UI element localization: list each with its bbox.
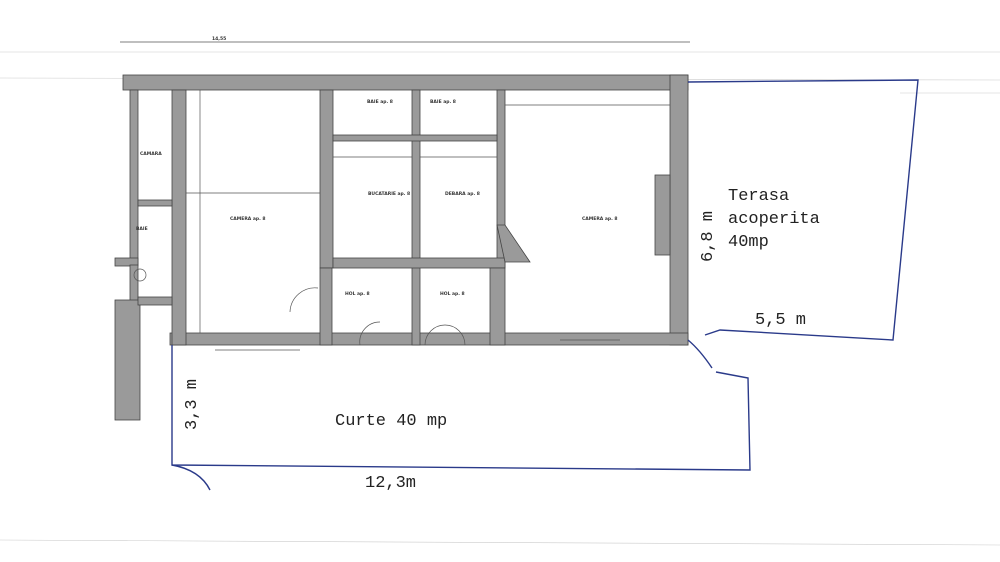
overall-dimension-line: 14,55 bbox=[120, 36, 690, 43]
room-label: CAMERA ap. 8 bbox=[230, 216, 266, 222]
yard-width-label: 12,3m bbox=[365, 474, 416, 493]
walls bbox=[114, 74, 689, 421]
room-details bbox=[133, 90, 670, 351]
terrace-outline bbox=[687, 79, 919, 369]
overall-dimension-label: 14,55 bbox=[212, 36, 226, 42]
room-label: BAIE ap. 8 bbox=[367, 99, 393, 105]
room-label: BAIE ap. 8 bbox=[430, 99, 456, 105]
room-label: CAMERA ap. 8 bbox=[582, 216, 618, 222]
room-label: BAIE bbox=[136, 226, 148, 232]
yard-outline bbox=[171, 345, 751, 491]
room-labels: CAMARA BAIE CAMERA ap. 8 BAIE ap. 8 BAIE… bbox=[136, 99, 618, 297]
terrace-area-label: 40mp bbox=[728, 233, 769, 252]
terrace-label: Terasa bbox=[728, 187, 789, 206]
terrace-width-label: 5,5 m bbox=[755, 311, 806, 330]
room-label: CAMARA bbox=[140, 151, 162, 157]
room-label: DEBARA ap. 8 bbox=[445, 191, 480, 197]
room-label: HOL ap. 8 bbox=[345, 291, 370, 297]
room-label: HOL ap. 8 bbox=[440, 291, 465, 297]
yard-label: Curte 40 mp bbox=[335, 412, 447, 431]
yard-height-label: 3,3 m bbox=[183, 379, 202, 430]
terrace-height-label: 6,8 m bbox=[699, 211, 718, 262]
terrace-label: acoperita bbox=[728, 210, 820, 229]
room-label: BUCATARIE ap. 8 bbox=[368, 191, 410, 197]
